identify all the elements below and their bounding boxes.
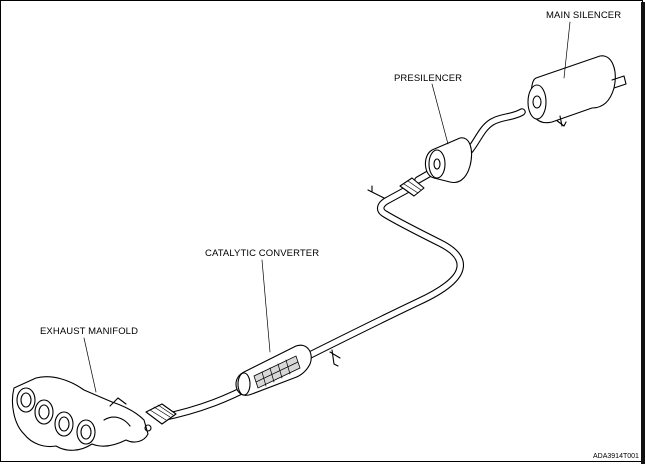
figure-code: ADA3914T001 bbox=[593, 453, 639, 460]
hanger-rods bbox=[329, 119, 567, 367]
catalytic-converter-label: CATALYTIC CONVERTER bbox=[205, 248, 320, 259]
presilencer-body bbox=[424, 137, 473, 184]
frame-shadow bbox=[641, 2, 645, 464]
catalytic-converter-body bbox=[235, 344, 312, 396]
exhaust-manifold-body bbox=[11, 376, 152, 451]
flex-joint-rear bbox=[399, 177, 425, 197]
exhaust-manifold-label: EXHAUST MANIFOLD bbox=[40, 326, 139, 337]
flex-joint-front bbox=[145, 403, 177, 425]
presilencer-label: PRESILENCER bbox=[394, 73, 463, 84]
main-silencer-body bbox=[527, 55, 627, 127]
diagram-frame bbox=[0, 0, 643, 462]
leader-lines bbox=[83, 21, 571, 393]
main-silencer-label: MAIN SILENCER bbox=[546, 10, 622, 21]
